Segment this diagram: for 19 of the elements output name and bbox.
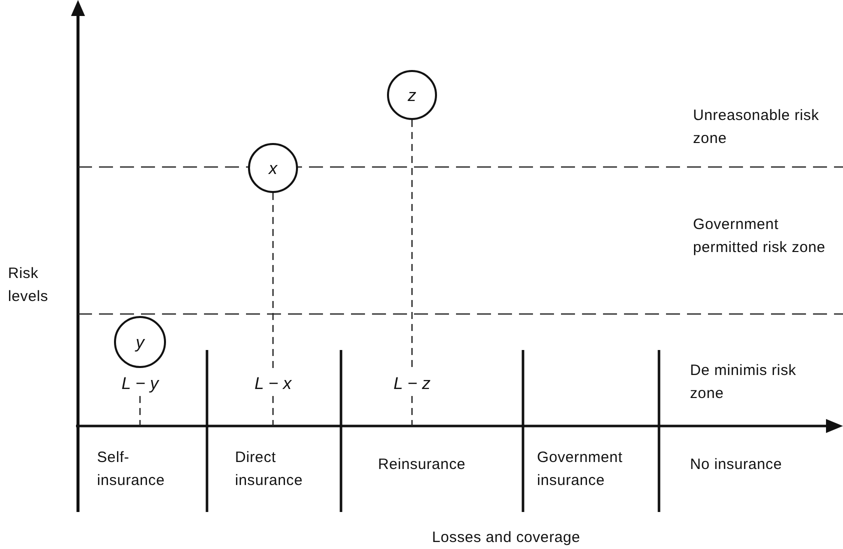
circle-marker: [114, 316, 166, 368]
variable-label: x: [268, 160, 278, 176]
zone-label: Government permitted risk zone: [693, 215, 826, 258]
category-label: Direct insurance: [235, 448, 304, 491]
loss-label: L − x: [254, 374, 292, 392]
circle-marker: [387, 70, 437, 120]
circle-marker: [248, 143, 298, 193]
variable-label: z: [408, 86, 416, 104]
category-label: No insurance: [690, 455, 783, 475]
loss-label: L − z: [393, 374, 431, 392]
zone-label: Unreasonable risk zone: [693, 106, 820, 149]
category-label: Reinsurance: [378, 455, 467, 475]
variable-label: y: [136, 334, 144, 350]
zone-label: De minimis risk zone: [690, 361, 798, 404]
category-label: Self- insurance: [97, 448, 166, 491]
loss-label: L − y: [121, 374, 159, 392]
axis-title: Losses and coverage: [432, 528, 582, 548]
category-label: Government insurance: [537, 448, 624, 491]
axis-title: Risk levels: [8, 264, 50, 307]
